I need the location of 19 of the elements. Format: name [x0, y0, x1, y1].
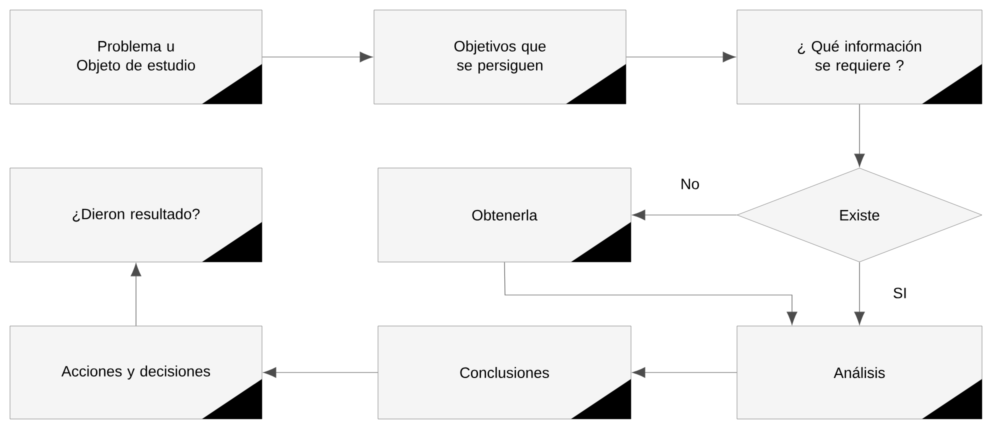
- process-box: ¿ Qué información se requiere ?: [736, 10, 982, 104]
- arrow: [626, 52, 736, 62]
- process-box: Obtenerla: [378, 168, 632, 262]
- arrow: [632, 210, 738, 220]
- arrow: [854, 262, 865, 325]
- process-box: Problema u Objeto de estudio: [10, 10, 262, 104]
- arrow: [632, 367, 738, 378]
- arrow: [854, 104, 865, 167]
- arrow: [262, 52, 373, 62]
- arrow: [130, 263, 142, 326]
- process-box: Objetivos que se persiguen: [374, 10, 626, 104]
- process-box: ¿Dieron resultado?: [10, 168, 262, 262]
- process-box: Conclusiones: [378, 326, 632, 420]
- arrow: [263, 367, 378, 378]
- process-box: Acciones y decisiones: [10, 326, 262, 420]
- edge-label: SI: [894, 288, 906, 298]
- edge-label: No: [682, 178, 699, 190]
- process-box: Análisis: [736, 326, 982, 420]
- arrow: [504, 262, 798, 325]
